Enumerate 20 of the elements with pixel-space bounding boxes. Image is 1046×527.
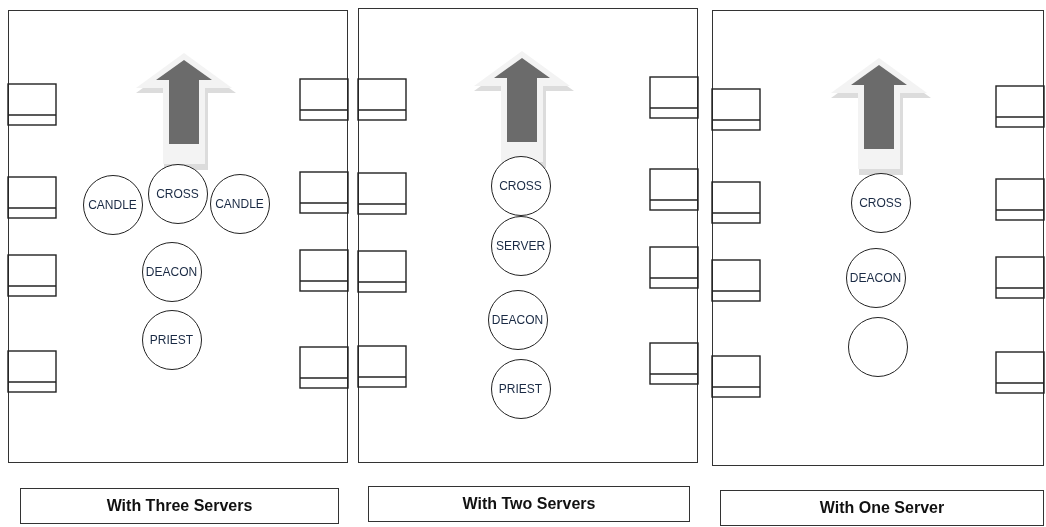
box-label: With One Server (819, 499, 945, 517)
role-label: CROSS (859, 195, 902, 210)
role-label: CROSS (156, 186, 199, 201)
aisle-panel (8, 10, 348, 463)
aisle-panel (712, 10, 1044, 466)
role-label: DEACON (145, 264, 198, 279)
caption-box (720, 490, 1044, 526)
role-label: PRIEST (149, 332, 194, 347)
role-label: PRIEST (498, 381, 543, 396)
role-label: CROSS (499, 178, 542, 193)
role-label: DEACON (849, 270, 902, 285)
caption-box (368, 486, 690, 522)
role-label: DEACON (491, 312, 544, 327)
box-label: With Two Servers (462, 495, 596, 513)
box-label: With Three Servers (106, 497, 253, 515)
role-label: CANDLE (215, 196, 264, 211)
role-label: SERVER (495, 238, 546, 253)
caption-box (20, 488, 339, 524)
role-label: CANDLE (88, 197, 137, 212)
aisle-panel (358, 8, 698, 463)
